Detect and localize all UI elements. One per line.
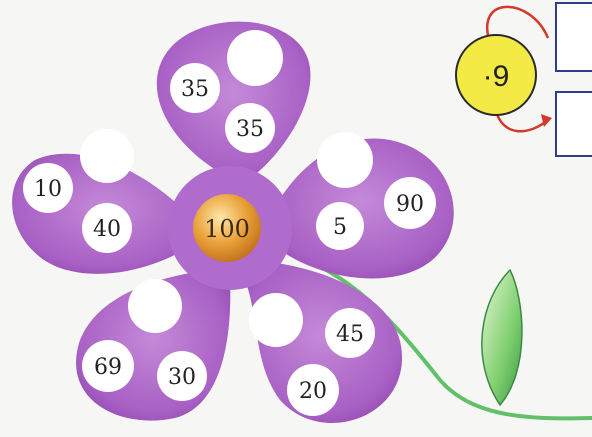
number-top-2: 35 (236, 117, 264, 142)
number-bottom-right-2: 20 (299, 379, 327, 404)
leaf (482, 270, 522, 405)
output-box (556, 92, 592, 156)
number-top-1: 35 (181, 77, 209, 102)
operator-text: ·9 (483, 60, 510, 93)
number-bottom-right-1: 45 (336, 322, 364, 347)
number-right-1: 90 (396, 192, 424, 217)
input-box (556, 3, 592, 71)
number-left-1: 10 (34, 177, 62, 202)
number-right-2: 5 (333, 215, 347, 240)
number-bottom-left-1: 69 (94, 355, 122, 380)
answer-circle-bottom-right[interactable] (249, 293, 303, 347)
answer-circle-top[interactable] (227, 30, 283, 86)
answer-circle-left[interactable] (80, 129, 134, 183)
answer-circle-right[interactable] (317, 132, 373, 188)
answer-circle-bottom-left[interactable] (128, 279, 182, 333)
center-number: 100 (204, 215, 250, 243)
number-bottom-left-2: 30 (168, 365, 196, 390)
number-left-2: 40 (93, 217, 121, 242)
operator-diagram: ·9 (456, 3, 592, 156)
